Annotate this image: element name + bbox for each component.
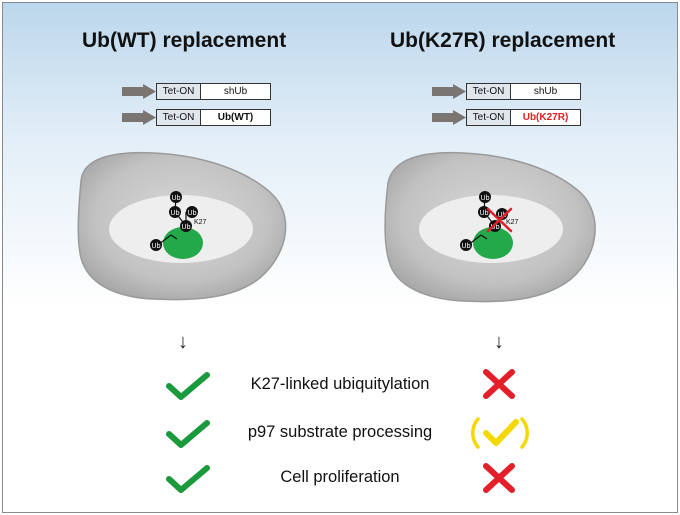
- outcome-label: p97 substrate processing: [247, 423, 433, 441]
- nucleolus: [473, 227, 513, 259]
- outcome-label: Cell proliferation: [280, 468, 400, 486]
- promoter-arrow-icon: [432, 84, 466, 99]
- promoter-arrow-icon: [122, 110, 156, 125]
- construct-wt-shub: Tet-ON shUb: [122, 83, 271, 100]
- outcome-label: K27-linked ubiquitylation: [250, 375, 430, 393]
- ub-bead: [150, 239, 162, 251]
- ub-bead: [496, 208, 508, 220]
- promoter-label: Tet-ON: [157, 110, 201, 125]
- check-icon: [166, 465, 210, 493]
- ub-bead: [460, 239, 472, 251]
- construct-k27r-ub: Tet-ON Ub(K27R): [432, 109, 581, 126]
- cross-icon: [483, 369, 515, 399]
- cell-wt: Ub Ub Ub Ub Ub K27: [77, 151, 287, 301]
- ub-bead: [170, 191, 182, 203]
- promoter-arrow-icon: [122, 84, 156, 99]
- gene-label: shUb: [223, 86, 248, 97]
- ub-chain: Ub Ub Ub Ub Ub K27: [150, 191, 207, 251]
- ub-label: Ub: [491, 224, 500, 231]
- ub-label: Ub: [171, 210, 180, 217]
- check-icon: [166, 372, 210, 400]
- title-wt: Ub(WT) replacement: [82, 29, 287, 52]
- promoter-arrow-icon: [432, 110, 466, 125]
- ub-label: Ub: [182, 224, 191, 231]
- ub-label: Ub: [172, 195, 181, 202]
- k27-label: K27: [506, 219, 519, 226]
- ub-bead: [479, 191, 491, 203]
- ub-label: Ub: [498, 212, 507, 219]
- ub-bead: [186, 206, 198, 218]
- ub-label: Ub: [188, 210, 197, 217]
- gene-label: Ub(K27R): [522, 112, 569, 123]
- promoter-label: Tet-ON: [467, 110, 511, 125]
- check-icon: [166, 420, 210, 448]
- gene-label: shUb: [533, 86, 558, 97]
- construct-box: Tet-ON shUb: [156, 83, 271, 100]
- ub-chain: Ub Ub Ub Ub Ub K27: [460, 191, 519, 251]
- cross-icon: [483, 463, 515, 493]
- ub-label: Ub: [481, 195, 490, 202]
- down-arrow-icon: ↓: [494, 331, 504, 353]
- ub-label: Ub: [462, 243, 471, 250]
- down-arrow-icon: ↓: [178, 331, 188, 353]
- cross-icon: [486, 207, 513, 233]
- construct-box: Tet-ON Ub(WT): [156, 109, 271, 126]
- title-k27r: Ub(K27R) replacement: [390, 29, 616, 52]
- ub-bead: [180, 220, 192, 232]
- cells-illustration: Ub Ub Ub Ub Ub K27 U: [77, 151, 596, 303]
- promoter-label: Tet-ON: [467, 84, 511, 99]
- construct-box: Tet-ON Ub(K27R): [466, 109, 581, 126]
- ub-bead: [169, 206, 181, 218]
- k27-label: K27: [194, 219, 207, 226]
- construct-k27r-shub: Tet-ON shUb: [432, 83, 581, 100]
- nucleolus: [163, 227, 203, 259]
- construct-box: Tet-ON shUb: [466, 83, 581, 100]
- construct-wt-ub: Tet-ON Ub(WT): [122, 109, 271, 126]
- partial-check-icon: [471, 417, 529, 449]
- promoter-label: Tet-ON: [157, 84, 201, 99]
- gene-label: Ub(WT): [217, 112, 254, 123]
- ub-label: Ub: [152, 243, 161, 250]
- cell-k27r: Ub Ub Ub Ub Ub K27: [384, 151, 596, 303]
- ub-label: Ub: [480, 210, 489, 217]
